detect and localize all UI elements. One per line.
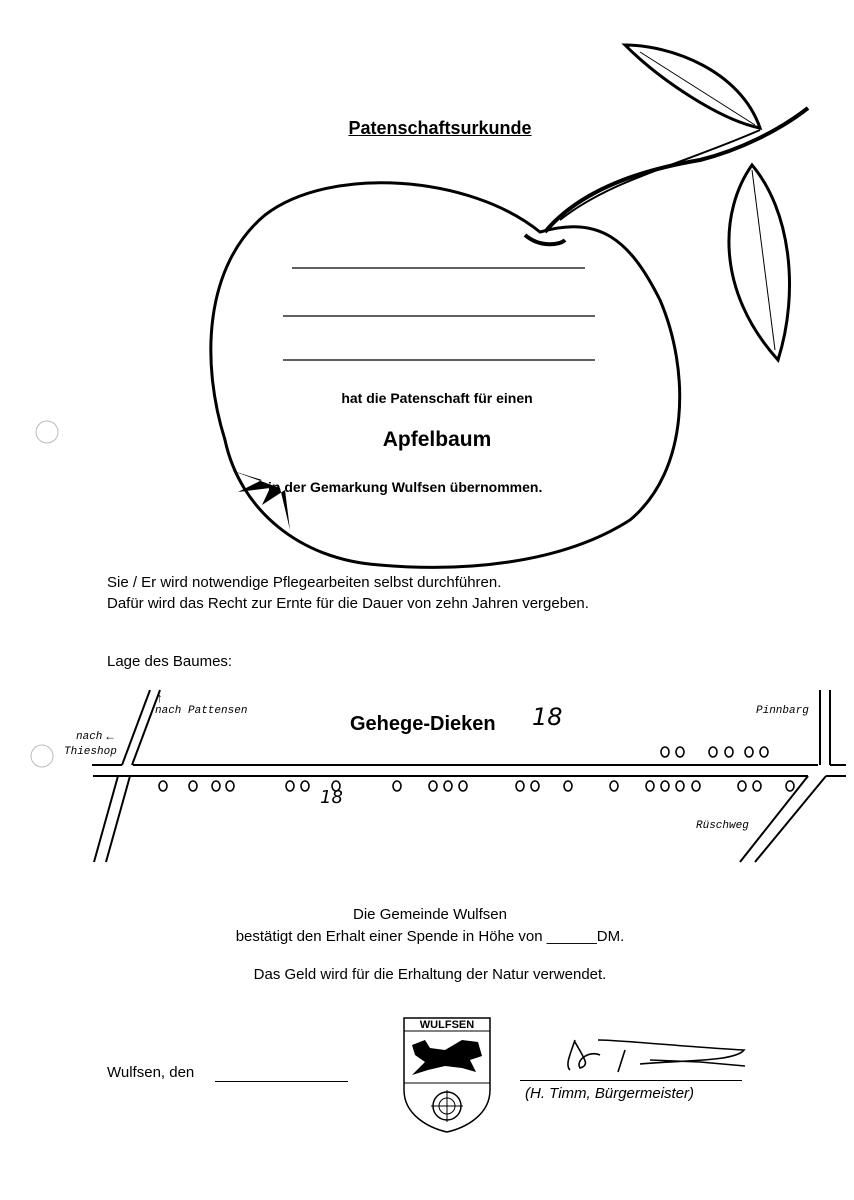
tree-marker (458, 780, 468, 792)
map-label-ruschweg: Rüschweg (696, 820, 749, 832)
apple-blossom-end (230, 470, 290, 530)
tree-marker (737, 780, 747, 792)
tree-marker (188, 780, 198, 792)
tree-marker (563, 780, 573, 792)
punch-hole (35, 420, 59, 444)
tree-marker (300, 780, 310, 792)
handwritten-number: 18 (532, 703, 563, 731)
tree-type: Apfelbaum (382, 428, 492, 451)
place-date-label: Wulfsen, den (107, 1064, 195, 1081)
terms-text: Dafür wird das Recht zur Ernte für die D… (107, 595, 589, 612)
date-line[interactable] (215, 1081, 348, 1082)
tree-marker-number: 18 (320, 787, 343, 808)
certificate-text: hat die Patenschaft für einen (341, 390, 533, 406)
tree-marker (392, 780, 402, 792)
map-label-pinnbarg: Pinnbarg (756, 705, 809, 717)
tree-marker (443, 780, 453, 792)
confirmation-text: Das Geld wird für die Erhaltung der Natu… (253, 966, 607, 983)
tree-marker (211, 780, 221, 792)
tree-marker (285, 780, 295, 792)
leaf-icon (727, 162, 791, 363)
map-label-nach: nach (76, 731, 103, 743)
tree-marker (331, 780, 341, 792)
tree-marker (752, 780, 762, 792)
signatory-name: (H. Timm, Bürgermeister) (525, 1085, 695, 1102)
tree-marker (158, 780, 168, 792)
tree-marker (515, 780, 525, 792)
arrow-left-icon: ← (104, 729, 116, 743)
tree-marker (675, 746, 685, 758)
certificate-text: in der Gemarkung Wulfsen übernommen. (268, 479, 543, 495)
tree-marker (675, 780, 685, 792)
tree-marker (759, 746, 769, 758)
tree-marker (530, 780, 540, 792)
certificate-title: Patenschaftsurkunde (348, 118, 532, 138)
apple-outline (209, 181, 682, 569)
tree-marker (660, 780, 670, 792)
arrow-up-icon: ↑ (156, 690, 163, 705)
punch-hole (30, 744, 54, 768)
tree-marker (645, 780, 655, 792)
tree-marker (691, 780, 701, 792)
tree-marker (428, 780, 438, 792)
tree-marker (660, 746, 670, 758)
terms-text: Sie / Er wird notwendige Pflegearbeiten … (107, 574, 502, 591)
tree-marker (225, 780, 235, 792)
confirmation-text: bestätigt den Erhalt einer Spende in Höh… (235, 928, 625, 945)
tree-marker (785, 780, 795, 792)
tree-marker (708, 746, 718, 758)
crest-text: WULFSEN (419, 1019, 475, 1031)
street-name: Gehege-Dieken (350, 713, 496, 735)
confirmation-text: Die Gemeinde Wulfsen (353, 906, 507, 923)
tree-marker (724, 746, 734, 758)
map-label-thieshop: Thieshop (64, 746, 117, 758)
tree-marker (609, 780, 619, 792)
signature-line (520, 1080, 742, 1081)
tree-marker (744, 746, 754, 758)
map-label-pattensen: nach Pattensen (155, 705, 248, 717)
apple-stem (543, 106, 810, 234)
location-label: Lage des Baumes: (107, 653, 233, 670)
